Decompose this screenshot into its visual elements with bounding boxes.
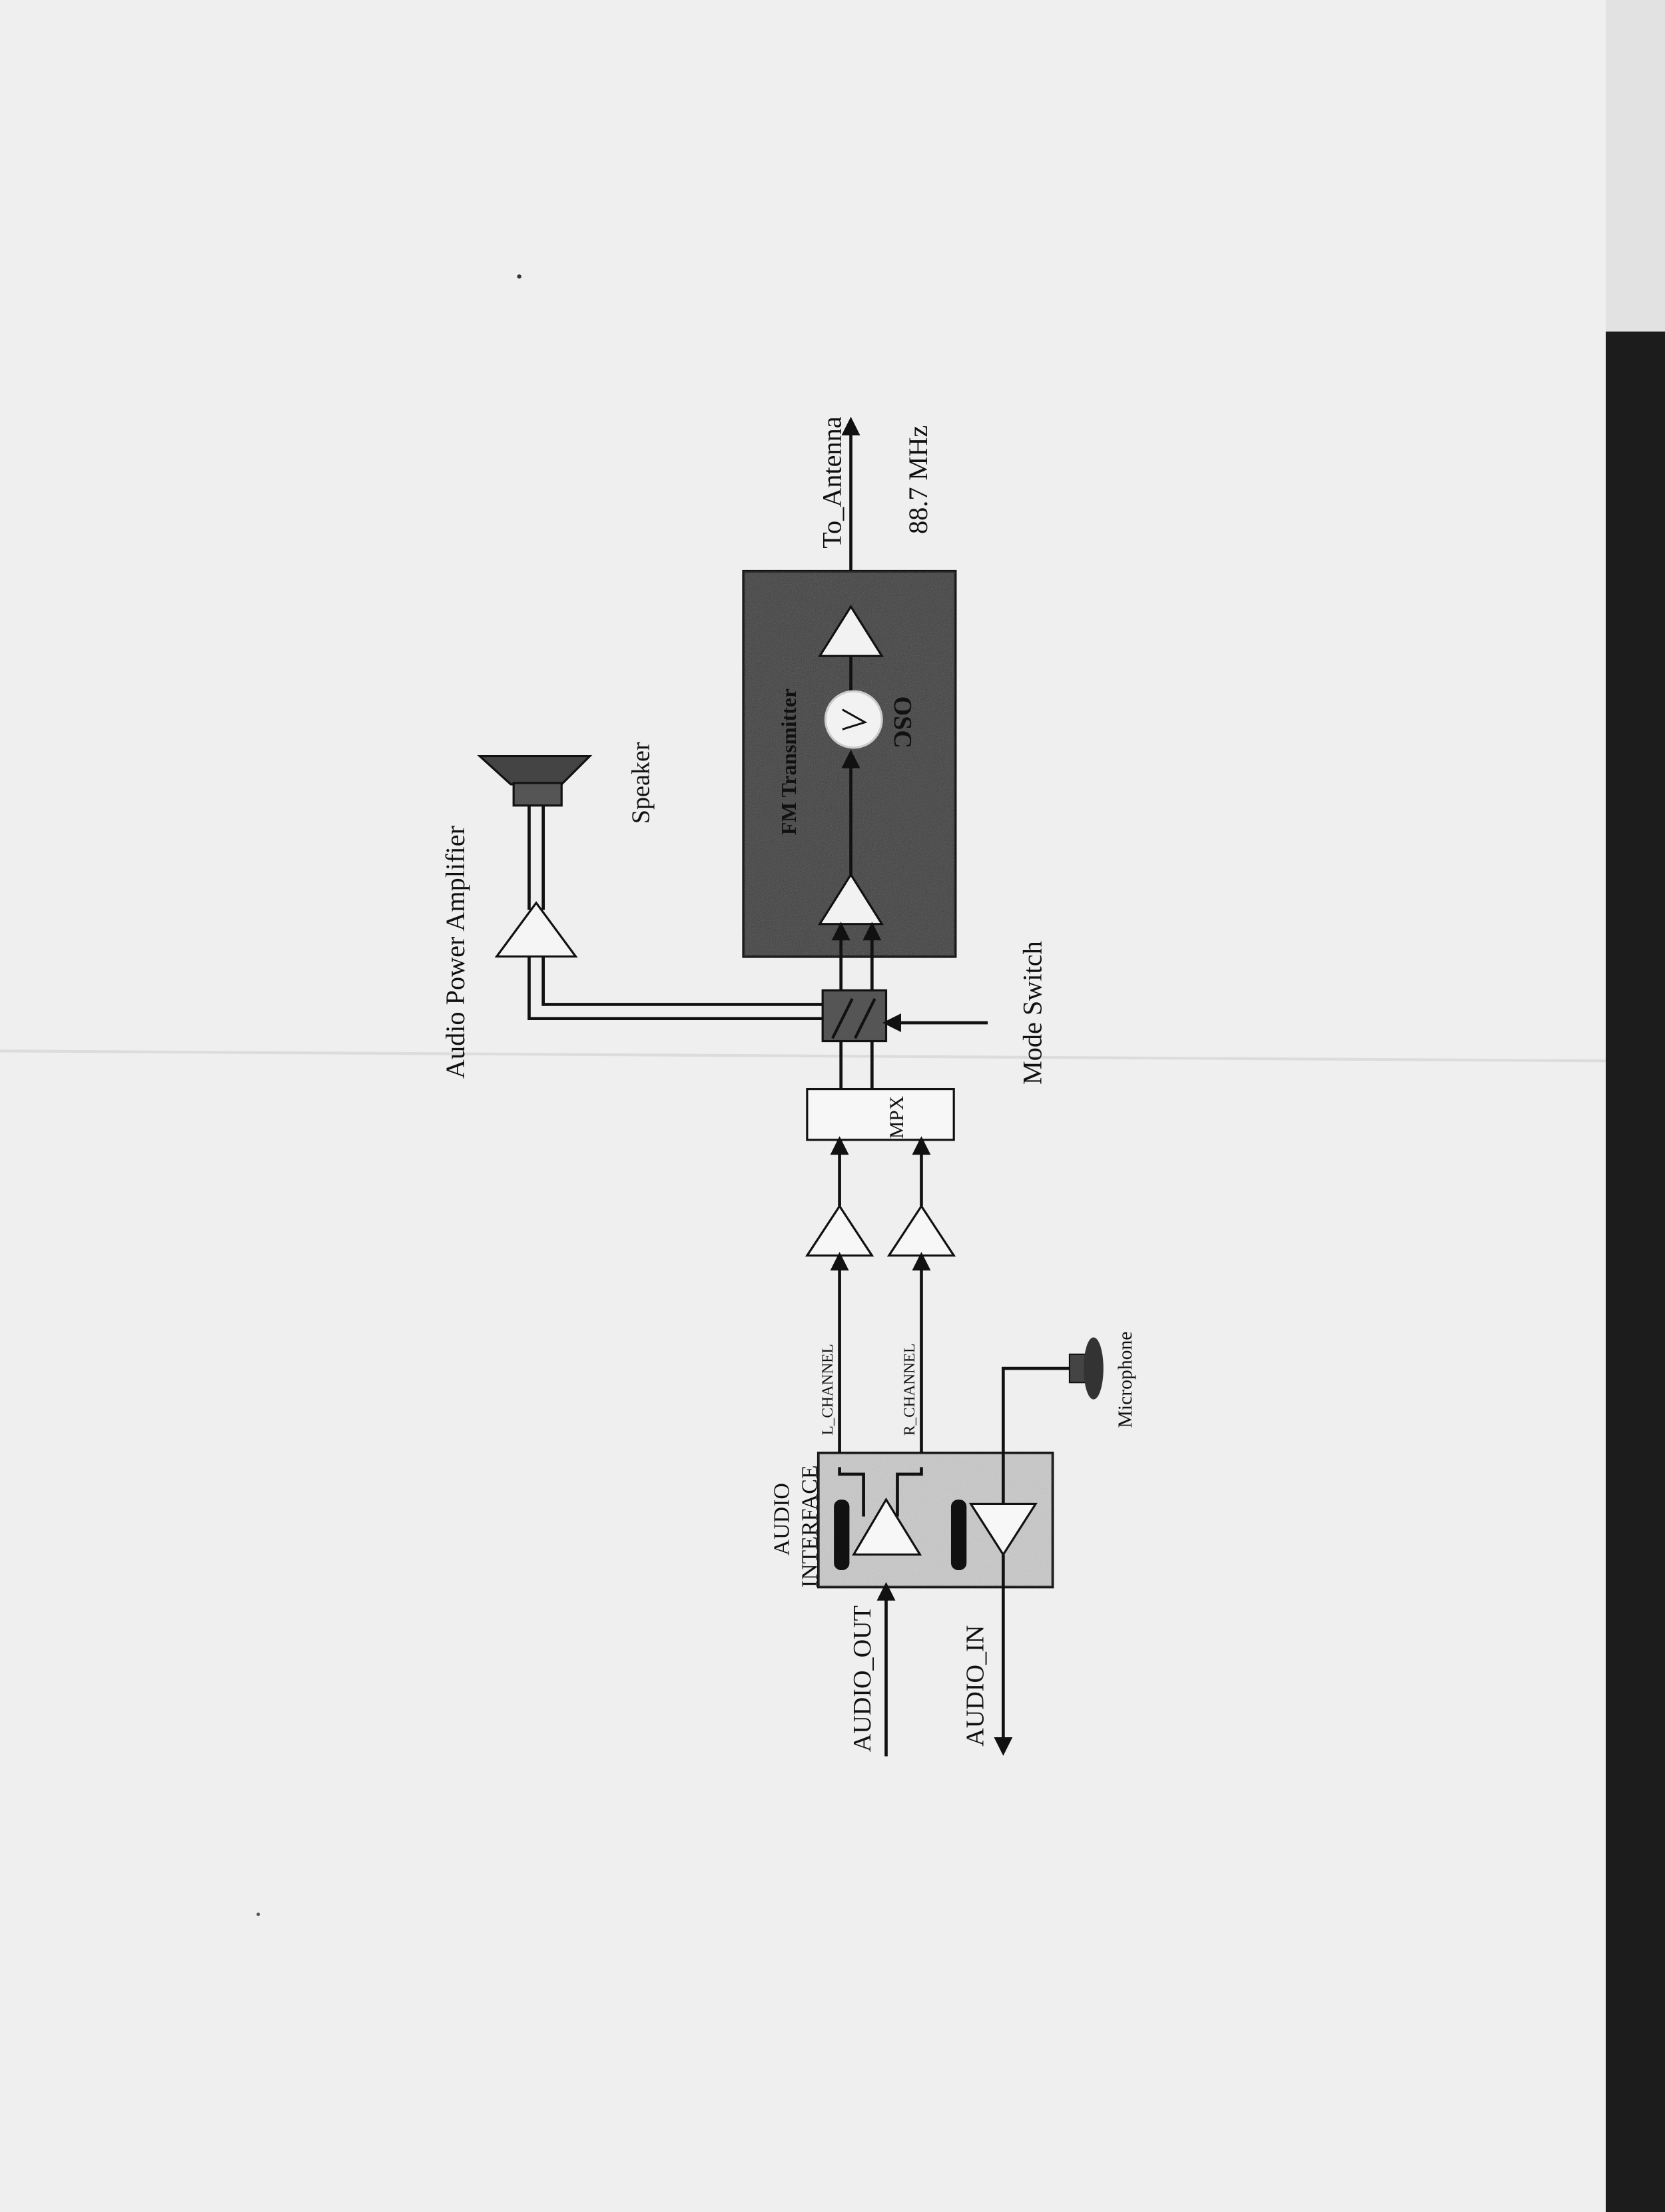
audio-interface-label-line1: AUDIO [769,1483,794,1555]
fm-transmitter-block: FM Transmitter OSC [742,569,957,958]
microphone-label: Microphone [1115,1332,1136,1428]
speaker-icon [477,754,593,807]
to-antenna-label: To_Antenna [817,416,847,549]
mpx-block [806,1087,955,1141]
scanner-edge [1606,331,1665,2212]
mpx-label: MPX [886,1096,908,1139]
scan-speck [517,274,521,279]
audio-in-label: AUDIO_IN [962,1625,990,1747]
speaker-label: Speaker [627,742,655,824]
fm-transmitter-label: FM Transmitter [777,689,801,835]
audio-out-amplifier-icon [851,1498,922,1556]
microphone-line [1002,1366,1070,1504]
power-amplifier-icon [494,901,578,958]
output-amplifier-icon [818,605,884,657]
mode-switch-block [821,989,888,1043]
microphone-icon [1068,1337,1104,1400]
osc-label: OSC [888,696,916,748]
switch-to-amp-line-b [527,956,823,1020]
r-channel-label: R_CHANNEL [901,1344,918,1436]
audio-interface-label-line2: INTERFACE [798,1465,823,1587]
switch-to-amp-line-a [541,956,823,1006]
audio-out-label: AUDIO_OUT [848,1605,876,1752]
scan-speck [256,1912,260,1916]
redaction-mark [950,1500,967,1571]
mode-switch-label: Mode Switch [1018,941,1048,1085]
input-amplifier-icon [818,872,884,926]
audio-interface-block [817,1452,1054,1589]
l-channel-label: L_CHANNEL [819,1344,836,1435]
scanner-edge-top [1606,0,1665,332]
oscillator-icon [824,690,883,749]
power-amplifier-label: Audio Power Amplifier [440,825,470,1079]
redaction-mark [834,1500,850,1571]
frequency-label: 88.7 MHz [903,425,933,534]
fold-line [0,1049,1606,1063]
